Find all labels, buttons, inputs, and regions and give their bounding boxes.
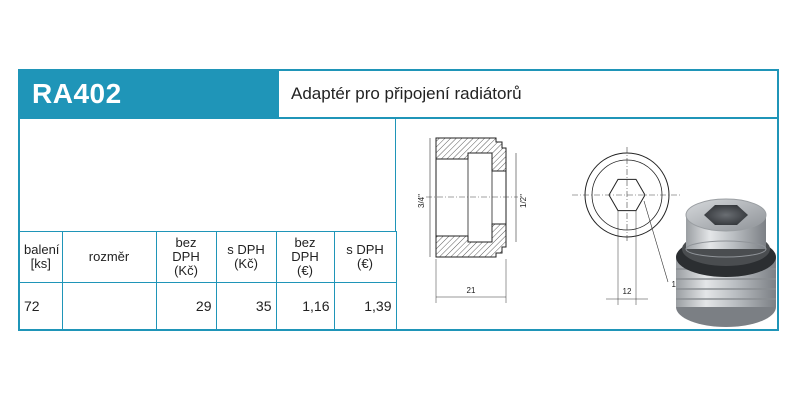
dim-thread-outer: 3/4"	[417, 194, 426, 208]
dim-hex-width: 12	[623, 287, 632, 296]
header-s-dph-eur: s DPH (€)	[333, 231, 397, 283]
header-bez-dph-eur-line1: bez DPH	[291, 235, 319, 264]
header-rozmer: rozměr	[61, 231, 157, 283]
header-baleni-line2: [ks]	[30, 256, 51, 271]
header-bez-dph-kc-line1: bez DPH	[172, 235, 200, 264]
header-bez-dph-eur-line2: (€)	[297, 263, 313, 278]
product-card: RA402 Adaptér pro připojení radiátorů ba…	[18, 69, 779, 331]
price-table: balení [ks] rozměr bez DPH (Kč) s DPH (K…	[20, 231, 397, 329]
price-table-header-row: balení [ks] rozměr bez DPH (Kč) s DPH (K…	[20, 231, 397, 283]
product-photo	[676, 198, 776, 327]
cell-s-dph-kc: 35	[215, 282, 277, 329]
cell-rozmer	[61, 282, 157, 329]
header-bez-dph-kc-line2: (Kč)	[174, 263, 198, 278]
header-s-dph-kc-line1: s DPH (Kč)	[227, 242, 265, 271]
header-s-dph-eur-line1: s DPH (€)	[346, 242, 384, 271]
cell-baleni: 72	[20, 282, 63, 329]
header-baleni: balení [ks]	[20, 231, 63, 283]
cell-bez-dph-eur: 1,16	[275, 282, 335, 329]
header-rozmer-line1: rozměr	[88, 249, 130, 264]
cell-bez-dph-kc: 29	[155, 282, 217, 329]
header-bez-dph-eur: bez DPH (€)	[275, 231, 335, 283]
header-bez-dph-kc: bez DPH (Kč)	[155, 231, 217, 283]
side-section-view: 3/4" 1/2" 21	[417, 137, 528, 303]
product-title: Adaptér pro připojení radiátorů	[291, 84, 522, 103]
header-s-dph-kc: s DPH (Kč)	[215, 231, 277, 283]
product-code: RA402	[20, 71, 279, 117]
product-header: RA402 Adaptér pro připojení radiátorů	[20, 71, 777, 119]
dim-thread-inner: 1/2"	[519, 194, 528, 208]
image-placeholder-area	[20, 119, 396, 231]
cell-s-dph-eur: 1,39	[333, 282, 397, 329]
table-row: 72 29 35 1,16 1,39	[20, 282, 397, 329]
dim-length: 21	[467, 286, 476, 295]
header-baleni-line1: balení	[24, 242, 60, 257]
drawing-svg: 3/4" 1/2" 21 12 17	[417, 137, 776, 327]
technical-drawing: 3/4" 1/2" 21 12 17	[396, 119, 777, 329]
front-view: 12 17	[572, 147, 682, 305]
